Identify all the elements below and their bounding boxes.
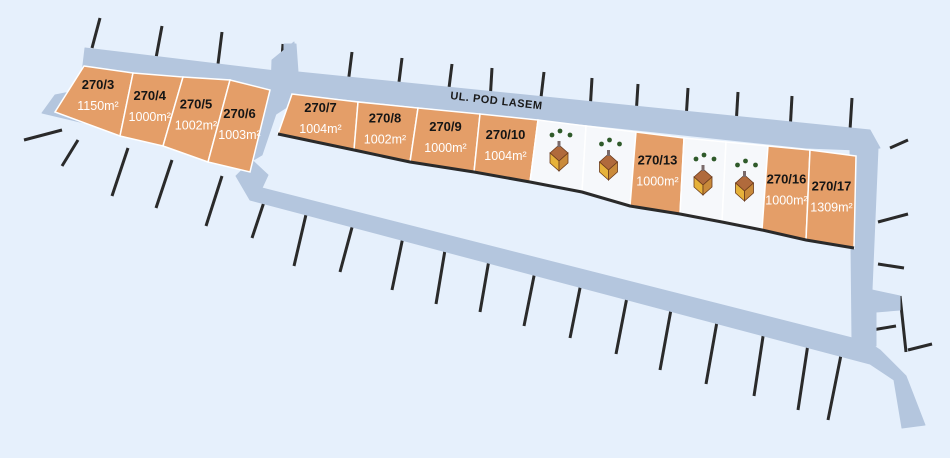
plot-id: 270/8 (369, 111, 402, 126)
parcel-line (60, 139, 80, 167)
plot-id: 270/17 (812, 179, 852, 194)
plot-area: 1004m² (484, 149, 526, 163)
road-lower (235, 159, 926, 429)
parcel-line (90, 17, 102, 49)
parcel-line (292, 205, 310, 267)
road-right (849, 147, 901, 347)
parcel-line (907, 342, 933, 352)
parcel-line (568, 277, 584, 339)
parcel-line (877, 262, 905, 270)
plot-shape-available (805, 149, 857, 249)
parcel-line (889, 138, 909, 150)
plot-area: 1000m² (636, 175, 678, 189)
plot-area: 1003m² (218, 128, 260, 142)
parcel-line (338, 219, 356, 273)
plot[interactable]: 270/9 1000m² (409, 107, 481, 173)
plot-area: 1309m² (810, 201, 852, 215)
plot-id: 270/13 (638, 153, 678, 168)
parcel-line (848, 97, 854, 131)
parcel-line (478, 253, 492, 313)
parcel-line (434, 243, 448, 305)
parcel-line (216, 31, 224, 65)
parcel-line (110, 147, 130, 197)
parcel-line (796, 343, 810, 411)
plot-shape-available (473, 113, 539, 183)
parcel-line (390, 231, 406, 291)
plot-id: 270/6 (223, 106, 256, 121)
parcel-line (522, 265, 538, 327)
plot-row: 270/3 1150m² 270/4 1000m² 270/5 1002m² 270/6 10… (53, 65, 857, 250)
parcel-line (614, 291, 630, 355)
plot-shape-available (207, 79, 271, 173)
row-rear-boundary (277, 132, 855, 250)
parcel-line (658, 303, 674, 371)
parcel-line (898, 295, 908, 353)
plot-id: 270/3 (82, 77, 115, 92)
parcel-line (704, 315, 720, 385)
plot[interactable]: 270/17 1309m² (805, 149, 857, 249)
parcel-line (204, 175, 224, 227)
plot-area: 1000m² (765, 194, 807, 208)
plot-id: 270/5 (180, 96, 213, 111)
plot-id: 270/16 (767, 172, 807, 187)
plot-area: 1002m² (175, 118, 217, 132)
parcel-line (154, 25, 164, 59)
plot-area: 1150m² (77, 99, 118, 113)
plot[interactable] (581, 125, 637, 207)
plot-id: 270/9 (429, 119, 462, 134)
plot[interactable]: 270/6 1003m² (207, 79, 271, 173)
house-icon (598, 137, 622, 181)
plot-id: 270/7 (304, 100, 337, 115)
plot[interactable] (529, 119, 587, 193)
parcel-line (877, 212, 909, 224)
parcel-line (154, 159, 174, 209)
parcel-line (23, 128, 63, 142)
plot-id: 270/10 (486, 127, 526, 142)
plot[interactable]: 270/10 1004m² (473, 113, 539, 183)
plot[interactable] (721, 141, 769, 231)
parcel-line (752, 329, 766, 397)
house-icon (693, 152, 717, 196)
house-icon (549, 128, 573, 172)
plot-area: 1004m² (299, 122, 341, 136)
plot[interactable]: 270/4 1000m² (119, 72, 184, 147)
plot-area: 1000m² (424, 141, 466, 155)
plot[interactable]: 270/3 1150m² (53, 65, 134, 138)
plot-shape-available (629, 131, 685, 215)
plot[interactable]: 270/13 1000m² (629, 131, 685, 215)
plot[interactable]: 270/16 1000m² (761, 145, 811, 241)
house-icon (734, 158, 758, 202)
plot-area: 1002m² (364, 133, 406, 147)
plot[interactable] (679, 137, 727, 223)
parcel-line (826, 349, 844, 421)
plot-id: 270/4 (133, 88, 166, 103)
plot-area: 1000m² (129, 110, 171, 124)
